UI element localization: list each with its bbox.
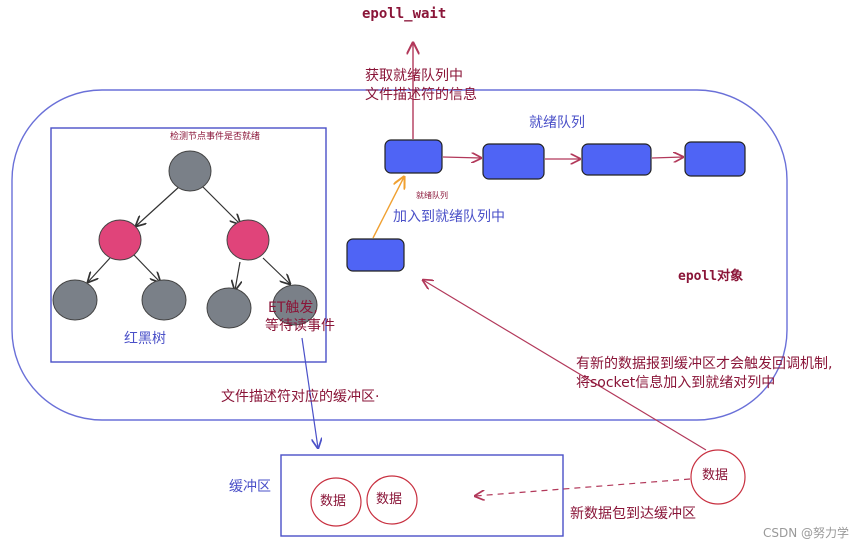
fetch-note-line2: 文件描述符的信息	[365, 87, 477, 103]
new-ready-node	[346, 238, 405, 272]
buffer-box	[280, 454, 564, 537]
join-queue-arrow	[372, 177, 404, 239]
rbtree-leaf-node	[141, 279, 187, 321]
rbtree-frame	[50, 127, 327, 363]
new-data-note: 新数据包到达缓冲区	[570, 506, 696, 522]
callback-note-line1: 有新的数据报到缓冲区才会触发回调机制,	[576, 356, 833, 372]
add-to-ready-queue-label: 加入到就绪队列中	[393, 209, 505, 225]
fetch-note-line1: 获取就绪队列中	[365, 68, 463, 84]
epoll-wait-label: epoll_wait	[362, 6, 447, 22]
rbtree-leaf-node	[52, 279, 98, 321]
ready-queue-node	[684, 141, 746, 177]
buffer-data-text: 数据	[376, 492, 403, 507]
rbtree-leaf-node	[272, 284, 318, 326]
watermark: CSDN @努力学	[763, 526, 850, 540]
et-note-line1: ET触发,	[268, 300, 318, 316]
fd-buffer-note: 文件描述符对应的缓冲区·	[221, 389, 380, 405]
ready-queue-node	[581, 143, 652, 176]
incoming-data-arrow	[475, 478, 691, 496]
rbtree-label: 红黑树	[124, 331, 166, 347]
incoming-data-text: 数据	[702, 468, 729, 483]
ready-queue-title: 就绪队列	[529, 115, 585, 131]
rbtree-root-node	[168, 150, 212, 192]
incoming-data-packet	[690, 449, 746, 505]
epoll-object-label: epoll对象	[678, 269, 744, 284]
ready-queue-small-label: 就绪队列	[416, 191, 448, 200]
fd-buffer-arrow	[301, 337, 318, 448]
ready-queue-node	[384, 139, 443, 174]
ready-queue-node	[482, 143, 545, 180]
rbtree-red-node-right	[226, 219, 270, 261]
rbtree-caption: 检测节点事件是否就绪	[170, 132, 261, 142]
rbtree-leaf-node	[206, 287, 252, 329]
rbtree-edges	[88, 185, 290, 290]
buffer-data-item	[366, 475, 418, 525]
buffer-data-text: 数据	[320, 494, 347, 509]
ready-queue-links	[442, 157, 683, 159]
epoll-object-frame	[11, 89, 788, 421]
callback-arrow	[423, 280, 707, 451]
rbtree-red-node-left	[98, 219, 142, 261]
callback-note-line2: 将socket信息加入到就绪对列中	[576, 375, 776, 391]
et-note-line2: 等待读事件	[265, 318, 335, 334]
buffer-label: 缓冲区	[229, 479, 271, 495]
buffer-data-item	[310, 477, 362, 527]
